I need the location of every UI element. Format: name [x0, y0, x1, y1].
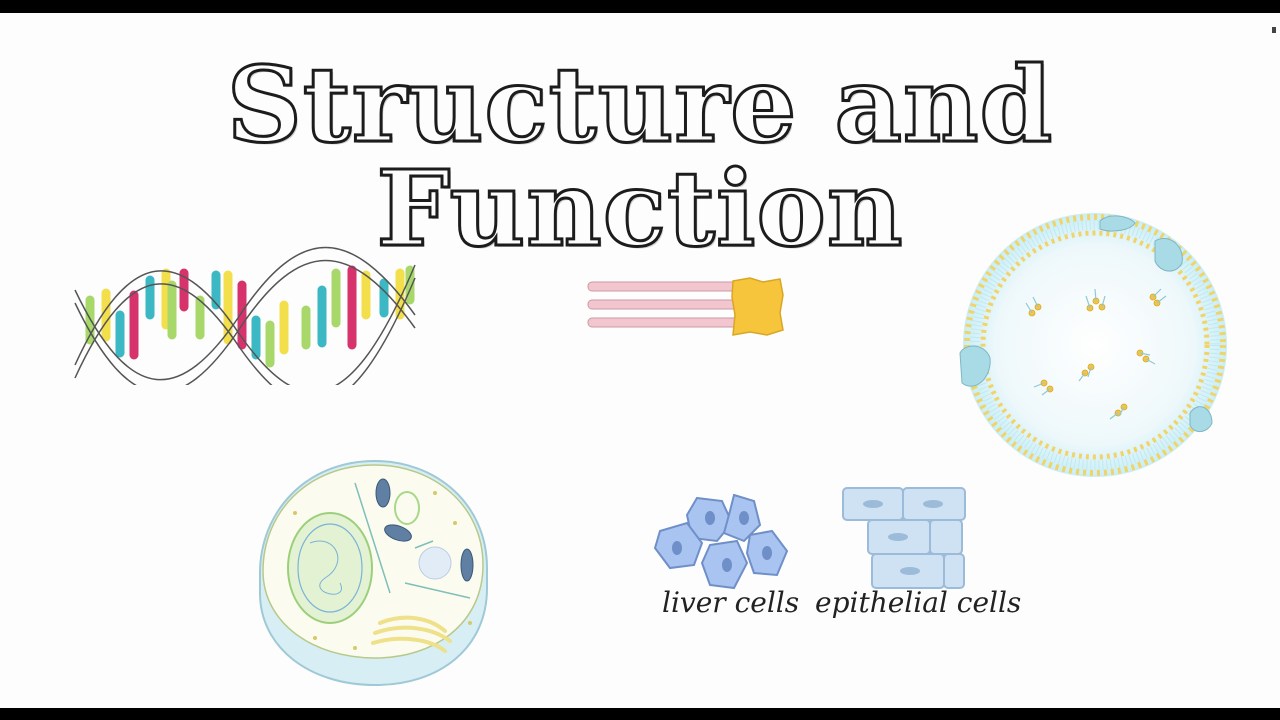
- slide-title: Structure and Function: [225, 43, 1054, 270]
- slide-canvas: Structure and Function: [0, 13, 1280, 708]
- phospholipid-icon: [587, 277, 784, 336]
- epithelial-cells-icon: [842, 487, 966, 589]
- vesicle-icon: [959, 213, 1227, 477]
- epithelial-cells-label: epithelial cells: [815, 586, 1022, 619]
- dna-double-helix-icon: [74, 246, 416, 385]
- corner-mark: [1272, 27, 1276, 33]
- animal-cell-icon: [259, 459, 488, 687]
- liver-cells-icon: [653, 493, 789, 590]
- liver-cells-label: liver cells: [662, 586, 800, 619]
